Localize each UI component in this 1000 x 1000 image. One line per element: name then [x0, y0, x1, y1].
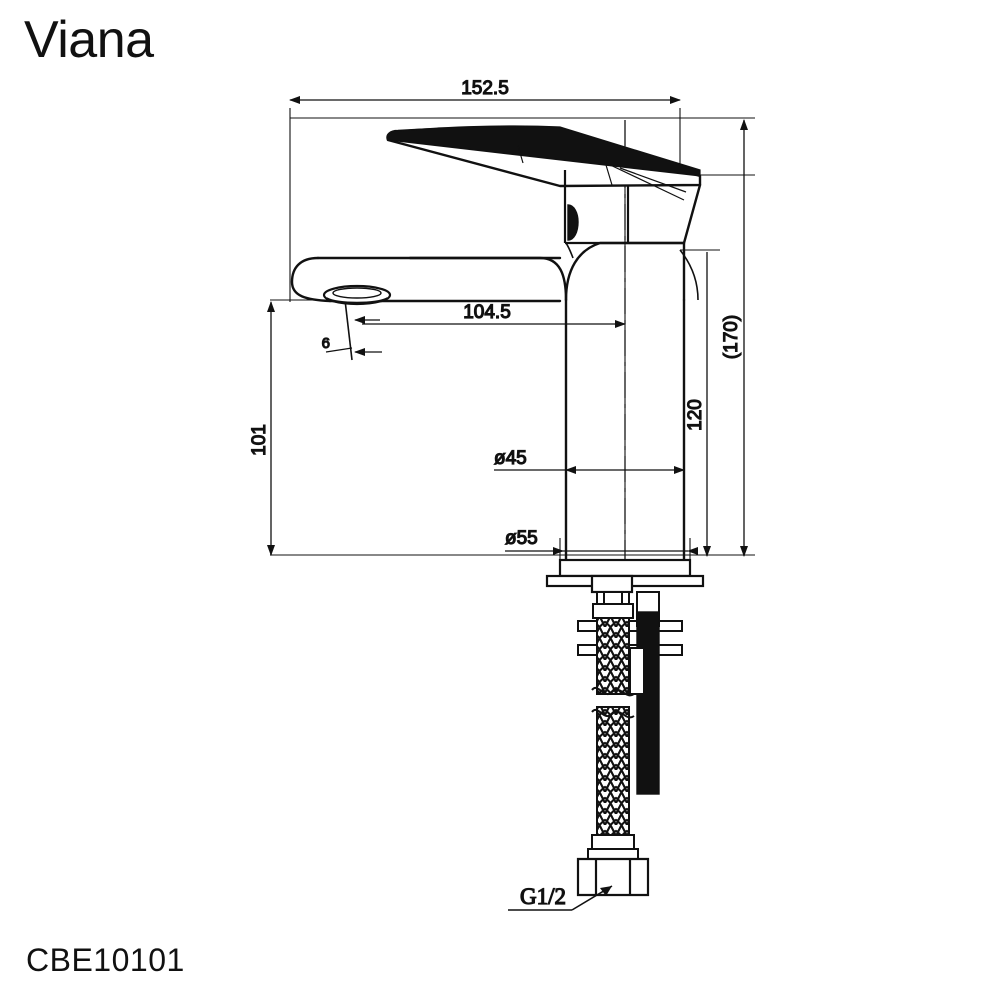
handle-indicator [567, 204, 579, 241]
dimension-label-spout-height: 101 [249, 424, 270, 456]
dimension-label-spout-reach: 104.5 [463, 302, 511, 323]
faucet-body [408, 176, 702, 562]
thread-callout-label: G1/2 [520, 884, 566, 909]
lever-handle [386, 125, 702, 201]
hose-break-symbol [591, 687, 635, 719]
dimension-label-overall-width: 152.5 [461, 78, 509, 99]
thread-callout-leader [508, 885, 613, 911]
hose-end-fitting [587, 834, 639, 860]
supply-rod [629, 591, 660, 795]
dimension-label-total-height: (170) [721, 315, 742, 359]
product-code: CBE10101 [26, 942, 185, 978]
braided-hose-left [596, 617, 630, 836]
brand-logo: Viana [24, 11, 154, 69]
dimension-label-base-diameter: ø55 [505, 528, 538, 549]
base-flange [545, 558, 705, 594]
dimension-label-aerator-offset: 6 [322, 335, 330, 352]
dimension-aerator-offset [325, 299, 382, 361]
hex-nut [576, 857, 650, 897]
body-arc-detail [565, 242, 699, 301]
dimension-label-body-height: 120 [685, 399, 706, 431]
dimension-label-body-diameter: ø45 [494, 448, 527, 469]
handle-stem [563, 170, 684, 245]
aerator [322, 284, 392, 306]
